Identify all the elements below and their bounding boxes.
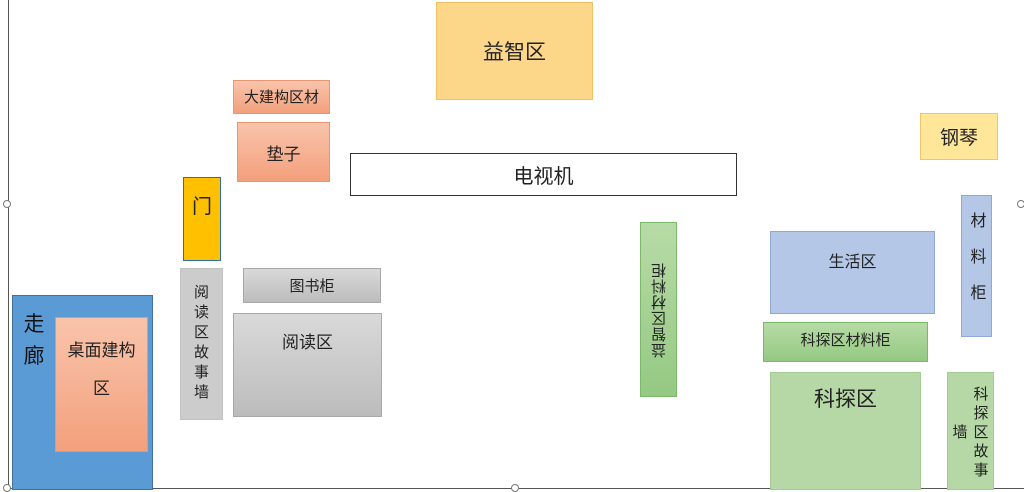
zone-bookshelf: 图书柜 xyxy=(243,268,381,303)
zone-reading-story-wall-label: 阅读区故事墙 xyxy=(192,284,210,404)
zone-puzzle-cabinet-label: 益智区材料柜 xyxy=(650,261,668,358)
zone-material-cabinet-label: 材料柜 xyxy=(967,212,987,320)
zone-reading-label: 阅读区 xyxy=(282,333,333,353)
resize-handle-right[interactable] xyxy=(1017,200,1024,208)
zone-tv-label: 电视机 xyxy=(513,164,574,188)
frame-left-edge xyxy=(8,0,9,491)
zone-life-label: 生活区 xyxy=(828,252,877,271)
zone-puzzle: 益智区 xyxy=(436,2,593,100)
zone-large-build-materials: 大建构区材 xyxy=(233,80,330,114)
zone-reading-story-wall: 阅读区故事墙 xyxy=(180,268,223,420)
zone-mat: 垫子 xyxy=(237,122,330,182)
zone-tabletop-build-label-line1: 桌面建构 xyxy=(67,341,136,361)
zone-puzzle-cabinet: 益智区材料柜 xyxy=(640,222,677,397)
zone-tabletop-build-label-line2: 区 xyxy=(93,379,110,399)
zone-science: 科探区 xyxy=(770,372,921,490)
resize-handle-left[interactable] xyxy=(3,200,11,208)
zone-piano-label: 钢琴 xyxy=(939,127,978,149)
zone-tabletop-build: 桌面建构 区 xyxy=(55,317,148,452)
zone-science-label: 科探区 xyxy=(814,387,877,411)
zone-corridor-label: 走廊 xyxy=(23,312,45,368)
zone-tv: 电视机 xyxy=(350,153,737,196)
zone-material-cabinet: 材料柜 xyxy=(961,195,992,337)
zone-puzzle-label: 益智区 xyxy=(483,40,546,64)
zone-science-story-wall-label: 科探区故事墙 xyxy=(950,385,990,481)
zone-bookshelf-label: 图书柜 xyxy=(289,277,335,295)
zone-science-cabinet-label: 科探区材料柜 xyxy=(800,331,891,349)
zone-science-cabinet: 科探区材料柜 xyxy=(763,322,928,362)
zone-reading: 阅读区 xyxy=(233,313,382,417)
zone-piano: 钢琴 xyxy=(920,113,998,160)
zone-door: 门 xyxy=(183,177,221,261)
zone-mat-label: 垫子 xyxy=(266,144,301,165)
zone-large-build-materials-label: 大建构区材 xyxy=(243,88,319,106)
zone-science-story-wall: 科探区故事墙 xyxy=(947,372,994,490)
zone-life: 生活区 xyxy=(770,231,935,314)
zone-door-label: 门 xyxy=(192,194,212,218)
